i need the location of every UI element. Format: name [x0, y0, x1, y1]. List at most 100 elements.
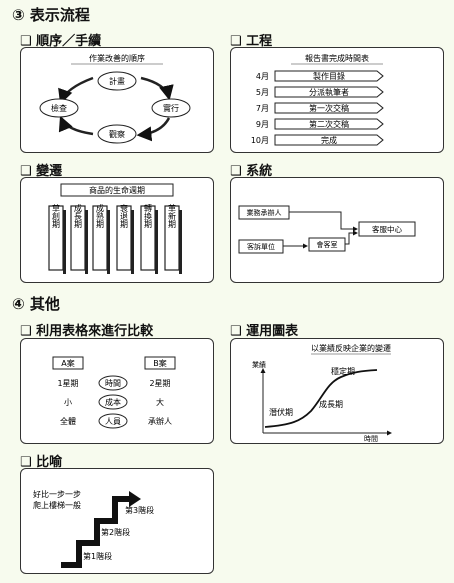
system-connector	[345, 230, 358, 245]
metaphor-caption-line1: 好比一步一步	[33, 489, 81, 499]
process-row: 7月 第一次交稿	[256, 102, 384, 114]
cycle-node-label: 計畫	[109, 76, 125, 86]
process-row: 10月 完成	[251, 134, 384, 146]
system-node-label: 業務承辦人	[247, 208, 282, 217]
lifecycle-stage: 草創期	[48, 203, 66, 274]
row-label: 時間	[105, 379, 121, 388]
lifecycle-stage: 成熟期	[92, 203, 110, 274]
cycle-arrow	[140, 76, 174, 101]
phase-label: 潛伏期	[269, 407, 293, 417]
process-task: 製作目錄	[313, 71, 345, 81]
comparison-table: A案 B案 1星期 時間 2星期 小 成本 大 全體 人員 承辦人	[52, 356, 176, 429]
row-label: 成本	[105, 397, 121, 407]
graph-panel-title: ❑ 運用圖表	[230, 324, 299, 339]
cycle-node-label: 觀察	[109, 129, 125, 139]
process-month: 10月	[251, 136, 269, 145]
system-node-label: 客服中心	[372, 224, 402, 234]
cycle-node	[151, 98, 191, 118]
change-diagram-box: 商品的生命週期 草創期 成長期 成熟期 衰退期 轉換期 革新期	[20, 177, 214, 283]
col-b-header	[144, 356, 176, 370]
row-b-value: 承辦人	[148, 416, 172, 426]
col-a-header	[52, 356, 84, 370]
growth-curve-graph: 以業績反映企業的變遷 業績 時間 潛伏期 成長期 穩定期	[252, 343, 392, 443]
graph-box: 以業績反映企業的變遷 業績 時間 潛伏期 成長期 穩定期	[230, 338, 444, 444]
process-task: 分派執筆者	[309, 87, 349, 97]
phase-label: 成長期	[319, 399, 343, 409]
col-a-label: A案	[61, 358, 74, 368]
order-caption: 作業改善的順序	[89, 53, 145, 63]
lifecycle-stage-label: 成長期	[74, 203, 83, 229]
process-row: 9月 第二次交稿	[256, 118, 384, 130]
row-a-value: 全體	[60, 416, 76, 426]
growth-curve	[264, 369, 378, 428]
step-label: 第3階段	[125, 505, 154, 515]
staircase-arrowhead	[129, 491, 141, 507]
lifecycle-stage: 轉換期	[140, 203, 158, 274]
order-diagram-box: 作業改善的順序 計畫 實行 觀察 檢查	[20, 47, 214, 153]
cycle-node	[97, 71, 137, 91]
lifecycle-diagram: 商品的生命週期 草創期 成長期 成熟期 衰退期 轉換期 革新期	[48, 183, 182, 274]
staircase	[61, 496, 129, 568]
process-month: 7月	[256, 104, 269, 113]
lifecycle-caption: 商品的生命週期	[89, 185, 145, 195]
cycle-node-label: 檢查	[51, 103, 67, 113]
row-a-value: 1星期	[57, 379, 78, 388]
metaphor-caption-line2: 爬上樓梯一般	[33, 500, 81, 510]
row-b-value: 大	[156, 397, 164, 407]
col-b-label: B案	[153, 358, 167, 368]
staircase-diagram: 好比一步一步 爬上樓梯一般 第1階段 第2階段 第3階段	[33, 489, 154, 568]
system-connector	[289, 211, 358, 232]
lifecycle-stage: 革新期	[164, 203, 182, 274]
step-label: 第1階段	[83, 551, 112, 561]
phase-label: 穩定期	[331, 366, 355, 376]
system-diagram: 業務承辦人 客訴單位 會客室 客服中心	[238, 205, 416, 254]
row-label: 人員	[105, 417, 121, 426]
order-cycle-diagram: 作業改善的順序 計畫 實行 觀察 檢查	[39, 53, 191, 144]
metaphor-box: 好比一步一步 爬上樓梯一般 第1階段 第2階段 第3階段	[20, 468, 214, 574]
lifecycle-stage: 成長期	[70, 203, 88, 274]
cycle-arrow	[58, 76, 94, 105]
system-diagram-box: 業務承辦人 客訴單位 會客室 客服中心	[230, 177, 444, 283]
graph-caption: 以業績反映企業的變遷	[311, 343, 391, 353]
section-3-title: ③ 表示流程	[12, 6, 90, 24]
section-4-title: ④ 其他	[12, 295, 60, 313]
graph-ylabel: 業績	[252, 360, 266, 369]
process-caption: 報告書完成時間表	[305, 53, 369, 63]
metaphor-panel-title: ❑ 比喻	[20, 455, 63, 470]
process-row: 4月 製作目錄	[256, 70, 384, 82]
lifecycle-stage-label: 轉換期	[144, 203, 153, 229]
row-a-value: 小	[64, 398, 72, 407]
change-panel-title: ❑ 變遷	[20, 164, 63, 179]
lifecycle-stage-label: 草創期	[52, 203, 61, 229]
process-row: 5月 分派執筆者	[256, 86, 384, 98]
process-panel-title: ❑ 工程	[230, 34, 273, 49]
table-panel-title: ❑ 利用表格來進行比較	[20, 324, 154, 339]
graph-xlabel: 時間	[364, 435, 378, 443]
system-node-label: 客訴單位	[247, 242, 275, 251]
process-task: 完成	[321, 135, 337, 145]
lifecycle-stage-label: 成熟期	[96, 203, 105, 229]
cycle-node-label: 實行	[163, 103, 179, 113]
process-month: 5月	[256, 88, 269, 97]
process-task: 第一次交稿	[309, 103, 349, 113]
table-comparison-box: A案 B案 1星期 時間 2星期 小 成本 大 全體 人員 承辦人	[20, 338, 214, 444]
process-month: 4月	[256, 72, 269, 81]
process-month: 9月	[256, 120, 269, 129]
process-task: 第二次交稿	[309, 119, 349, 129]
lifecycle-stage: 衰退期	[116, 203, 134, 274]
lifecycle-stage-label: 革新期	[168, 203, 177, 229]
system-panel-title: ❑ 系統	[230, 164, 273, 179]
lifecycle-caption-box	[60, 183, 174, 197]
system-node	[358, 221, 416, 237]
cycle-node	[97, 124, 137, 144]
process-diagram-box: 報告書完成時間表 4月 製作目錄 5月 分派執筆者 7月 第一次交稿 9月 第二…	[230, 47, 444, 153]
process-schedule-diagram: 報告書完成時間表 4月 製作目錄 5月 分派執筆者 7月 第一次交稿 9月 第二…	[251, 53, 384, 146]
lifecycle-stage-label: 衰退期	[120, 203, 129, 229]
cycle-node	[39, 98, 79, 118]
order-panel-title: ❑ 順序／手續	[20, 34, 102, 49]
row-b-value: 2星期	[149, 379, 170, 388]
step-label: 第2階段	[101, 527, 130, 537]
system-node-label: 會客室	[317, 240, 338, 249]
cycle-arrow	[58, 115, 94, 136]
cycle-arrow	[136, 117, 171, 142]
